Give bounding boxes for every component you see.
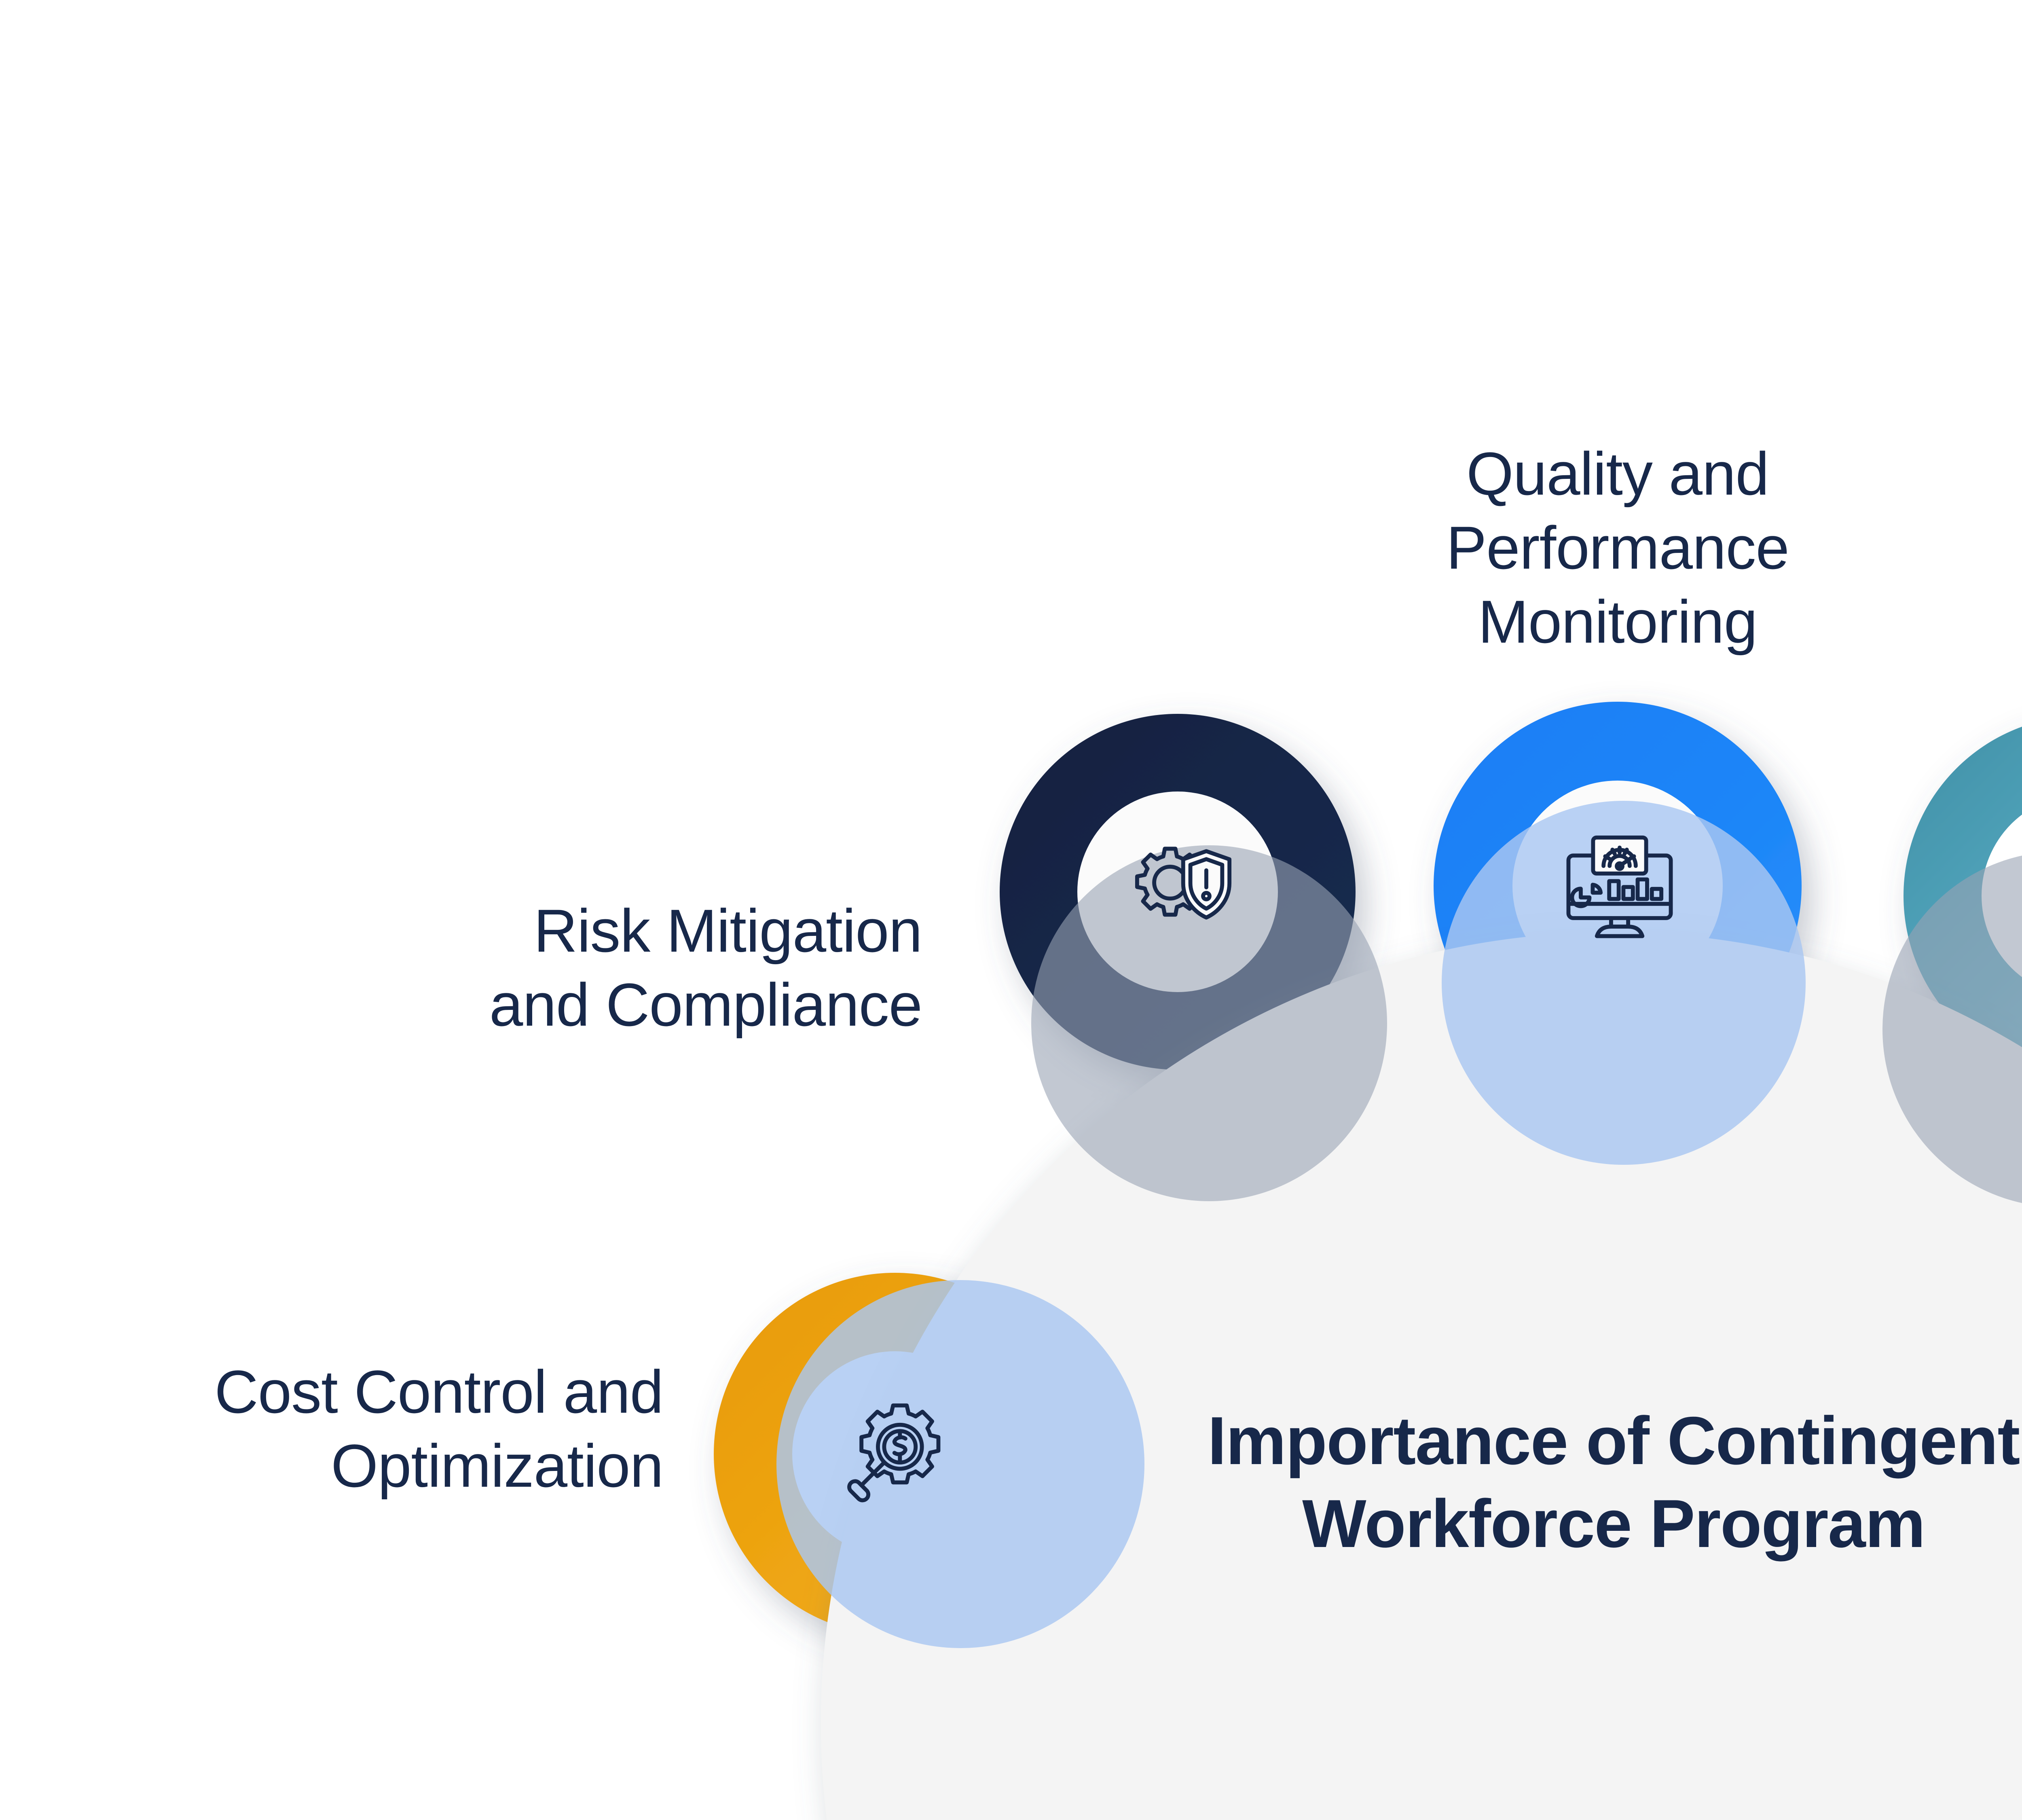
node-label-risk-mitigation-compliance: Risk Mitigation and Compliance: [489, 897, 922, 1039]
overlay-circle-cost: [776, 1280, 1144, 1648]
overlay-circle-risk: [1031, 845, 1387, 1201]
gear-dollar-magnifier-icon: [835, 1393, 956, 1515]
monitor-dashboard-gauge-icon: [1559, 827, 1680, 948]
node-label-cost-control-optimization: Cost Control and Optimization: [214, 1358, 664, 1500]
center-hub-title: Importance of Contingent Workforce Progr…: [1208, 1403, 2020, 1562]
overlay-circle-quality: [1442, 801, 1806, 1165]
overlay-circle-scalability: [1882, 855, 2022, 1203]
gear-shield-alert-icon: [1118, 833, 1239, 954]
node-label-quality-performance-monitoring: Quality and Performance Monitoring: [1446, 440, 1789, 656]
